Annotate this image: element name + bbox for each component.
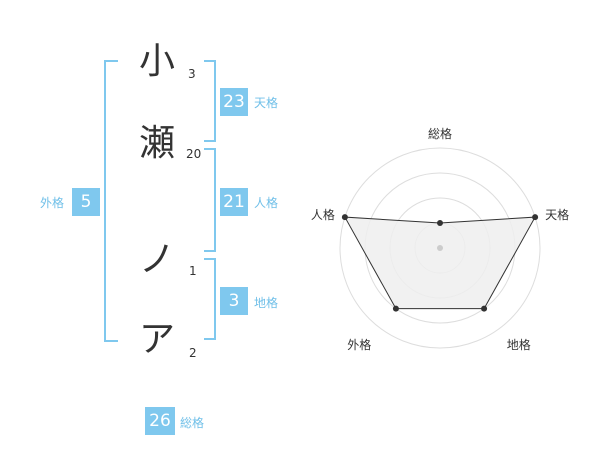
radar-point-4 <box>392 305 399 312</box>
radar-axis-label-3: 地格 <box>507 337 531 352</box>
stroke-count-3: 1 <box>189 264 197 278</box>
stroke-count-2: 20 <box>186 147 202 161</box>
radar-point-2 <box>532 214 539 221</box>
soukaku-label: 総格 <box>180 416 205 430</box>
radar-series-area <box>344 216 536 310</box>
radar-grid-ring <box>339 147 541 349</box>
tenkaku-value: 23 <box>220 88 248 116</box>
jinkaku-label: 人格 <box>254 196 279 210</box>
radar-center-dot <box>437 245 443 251</box>
name-char-2: 瀬 <box>138 123 175 164</box>
gaikaku-label: 外格 <box>40 196 65 210</box>
tenkaku-bracket <box>204 60 216 142</box>
gaikaku-value: 5 <box>72 188 100 216</box>
radar-axis-label-4: 外格 <box>347 337 371 352</box>
radar-axis-label-1: 総格 <box>428 126 452 141</box>
radar-axis-label-5: 人格 <box>311 207 335 222</box>
radar-point-3 <box>481 305 488 312</box>
radar-point-5 <box>341 214 348 221</box>
radar-axis-label-2: 天格 <box>545 207 569 222</box>
soukaku-value: 26 <box>145 407 175 435</box>
radar-point-1 <box>437 220 443 226</box>
chikaku-bracket <box>204 258 216 340</box>
jinkaku-bracket <box>204 148 216 252</box>
gaikaku-bracket <box>104 60 118 342</box>
name-char-3: ノ <box>138 239 175 280</box>
name-char-4: ア <box>138 319 175 360</box>
stroke-count-4: 2 <box>189 346 197 360</box>
chikaku-value: 3 <box>220 287 248 315</box>
stroke-count-1: 3 <box>188 67 196 81</box>
tenkaku-label: 天格 <box>254 96 279 110</box>
name-char-1: 小 <box>138 41 175 82</box>
chikaku-label: 地格 <box>254 296 279 310</box>
jinkaku-value: 21 <box>220 188 248 216</box>
